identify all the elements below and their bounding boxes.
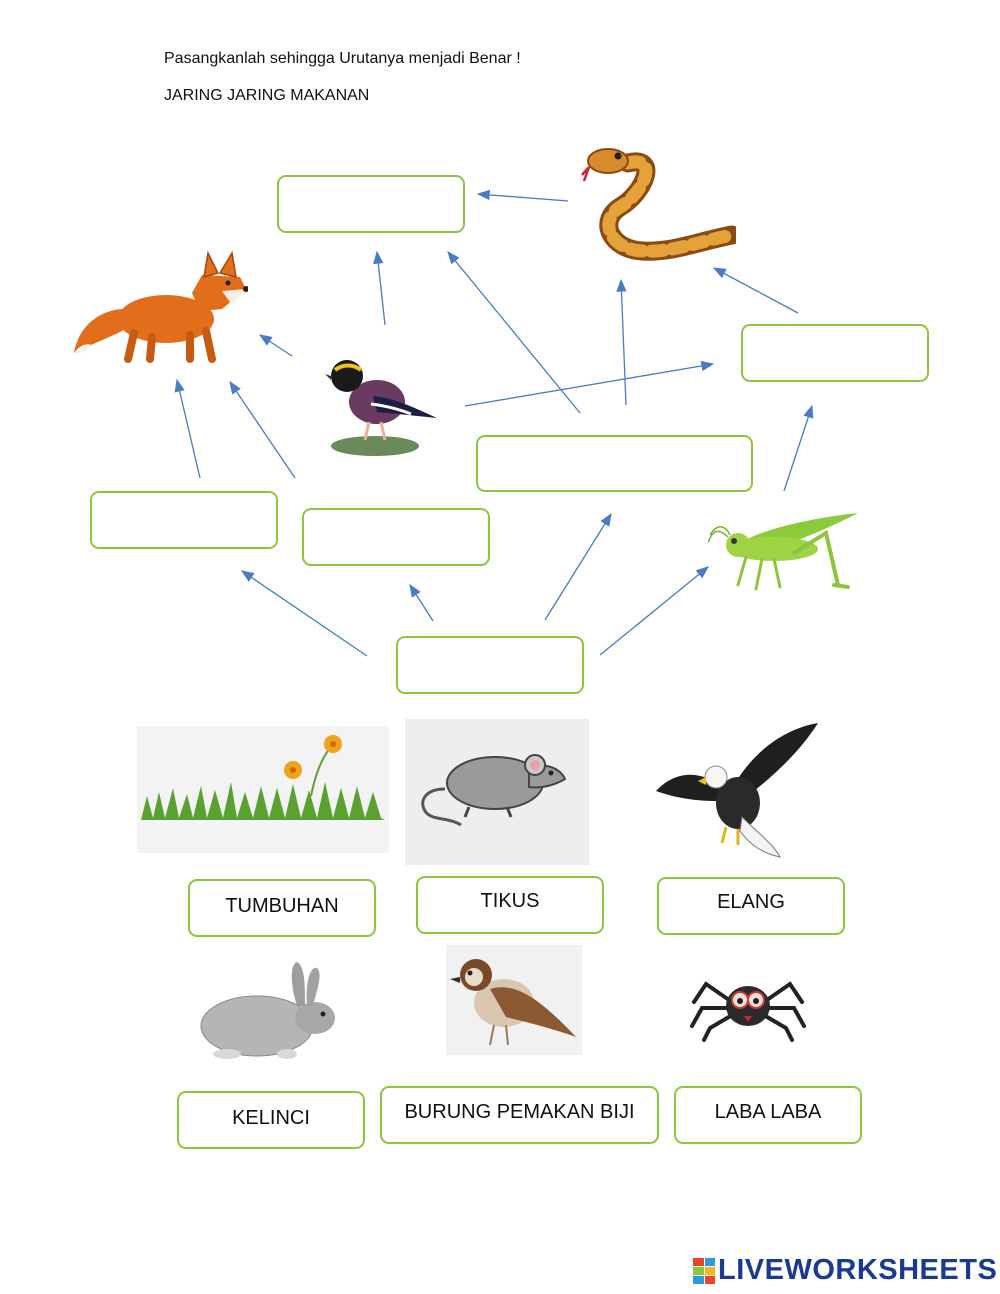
snake-icon	[581, 148, 736, 261]
option-kelinci[interactable]: KELINCI	[177, 1091, 365, 1149]
arrow	[464, 360, 715, 407]
drop-box-top[interactable]	[277, 175, 465, 233]
arrow	[783, 404, 814, 492]
drop-box-right[interactable]	[741, 324, 929, 382]
arrow	[373, 250, 386, 326]
drop-box-left[interactable]	[90, 491, 278, 549]
option-laba-laba[interactable]: LABA LABA	[674, 1086, 862, 1144]
arrow	[616, 278, 627, 406]
arrow	[409, 583, 434, 622]
arrow	[599, 566, 710, 656]
liveworksheets-logo: LIVEWORKSHEETS	[693, 1254, 997, 1287]
grass-icon	[137, 726, 389, 853]
option-tumbuhan[interactable]: TUMBUHAN	[188, 879, 376, 937]
sparrow-icon	[446, 945, 582, 1055]
arrow	[240, 570, 368, 657]
drop-box-middle-left[interactable]	[302, 508, 490, 566]
arrow	[174, 378, 201, 479]
spider-icon	[690, 981, 806, 1042]
option-tikus[interactable]: TIKUS	[416, 876, 604, 934]
arrow	[229, 380, 296, 479]
eagle-icon	[656, 723, 818, 858]
logo-text: LIVEWORKSHEETS	[718, 1254, 998, 1286]
fox-icon	[74, 250, 248, 363]
option-burung-pemakan-biji[interactable]: BURUNG PEMAKAN BIJI	[380, 1086, 659, 1144]
rabbit-icon	[200, 962, 335, 1059]
arrow	[476, 189, 569, 202]
arrow	[712, 267, 799, 314]
arrow	[447, 250, 581, 414]
worksheet-title: JARING JARING MAKANAN	[164, 87, 370, 104]
instruction-text: Pasangkanlah sehingga Urutanya menjadi B…	[164, 50, 521, 67]
drop-box-bottom[interactable]	[396, 636, 584, 694]
option-elang[interactable]: ELANG	[657, 877, 845, 935]
mouse-icon	[405, 719, 589, 865]
grasshopper-icon	[708, 513, 858, 591]
drop-box-center-wide[interactable]	[476, 435, 753, 492]
arrow	[544, 512, 612, 621]
arrow	[258, 334, 293, 357]
pitta-bird-icon	[325, 360, 437, 456]
logo-grid-icon	[693, 1257, 715, 1284]
